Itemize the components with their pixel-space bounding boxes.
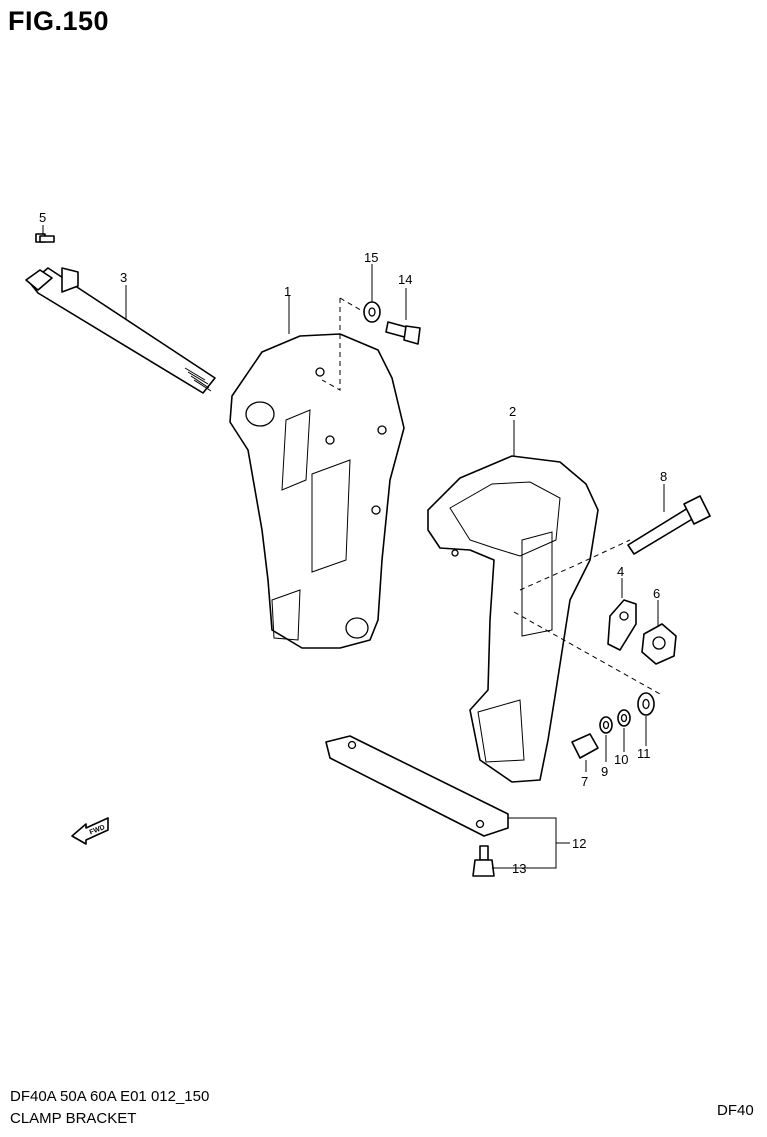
callout-9: 9: [601, 764, 608, 779]
part-15-washer[interactable]: [363, 301, 381, 323]
callout-8: 8: [660, 469, 667, 484]
callout-12: 12: [572, 836, 586, 851]
part-11-washer[interactable]: [637, 692, 655, 716]
callout-1: 1: [284, 284, 291, 299]
assembly-lines: [321, 297, 661, 695]
callout-7: 7: [581, 774, 588, 789]
part-1-clamp-bracket-left[interactable]: [229, 333, 405, 649]
part-3-tilt-shaft[interactable]: [25, 267, 216, 394]
part-6-nut[interactable]: [641, 623, 677, 665]
figure-title: FIG.150: [8, 6, 110, 36]
callout-3: 3: [120, 270, 127, 285]
callout-15: 15: [364, 250, 378, 265]
part-4-plate[interactable]: [607, 599, 637, 651]
callout-14: 14: [398, 272, 412, 287]
part-9-washer[interactable]: [599, 716, 613, 734]
callout-4: 4: [617, 564, 624, 579]
part-12-bar[interactable]: [325, 735, 509, 837]
part-5-bolt[interactable]: [35, 233, 55, 243]
callout-labels: 5 3 1 15 14 2 8 4 6 7 9 10 11 12 13: [39, 210, 667, 876]
model-code: DF40: [717, 1102, 754, 1119]
callout-11: 11: [637, 746, 651, 761]
leader-lines: [42, 225, 665, 869]
fwd-arrow-icon: FWD: [71, 817, 109, 845]
callout-6: 6: [653, 586, 660, 601]
callout-13: 13: [512, 861, 526, 876]
part-2-clamp-bracket-right[interactable]: [427, 455, 599, 783]
part-13-screw[interactable]: [472, 845, 495, 877]
callout-5: 5: [39, 210, 46, 225]
section-name: CLAMP BRACKET: [10, 1110, 137, 1127]
model-line: DF40A 50A 60A E01 012_150: [10, 1088, 210, 1105]
part-8-bolt[interactable]: [627, 495, 711, 555]
part-7-bushing[interactable]: [571, 733, 599, 759]
callout-10: 10: [614, 752, 628, 767]
part-14-bolt[interactable]: [385, 321, 421, 345]
callout-2: 2: [509, 404, 516, 419]
part-10-washer[interactable]: [617, 709, 631, 727]
